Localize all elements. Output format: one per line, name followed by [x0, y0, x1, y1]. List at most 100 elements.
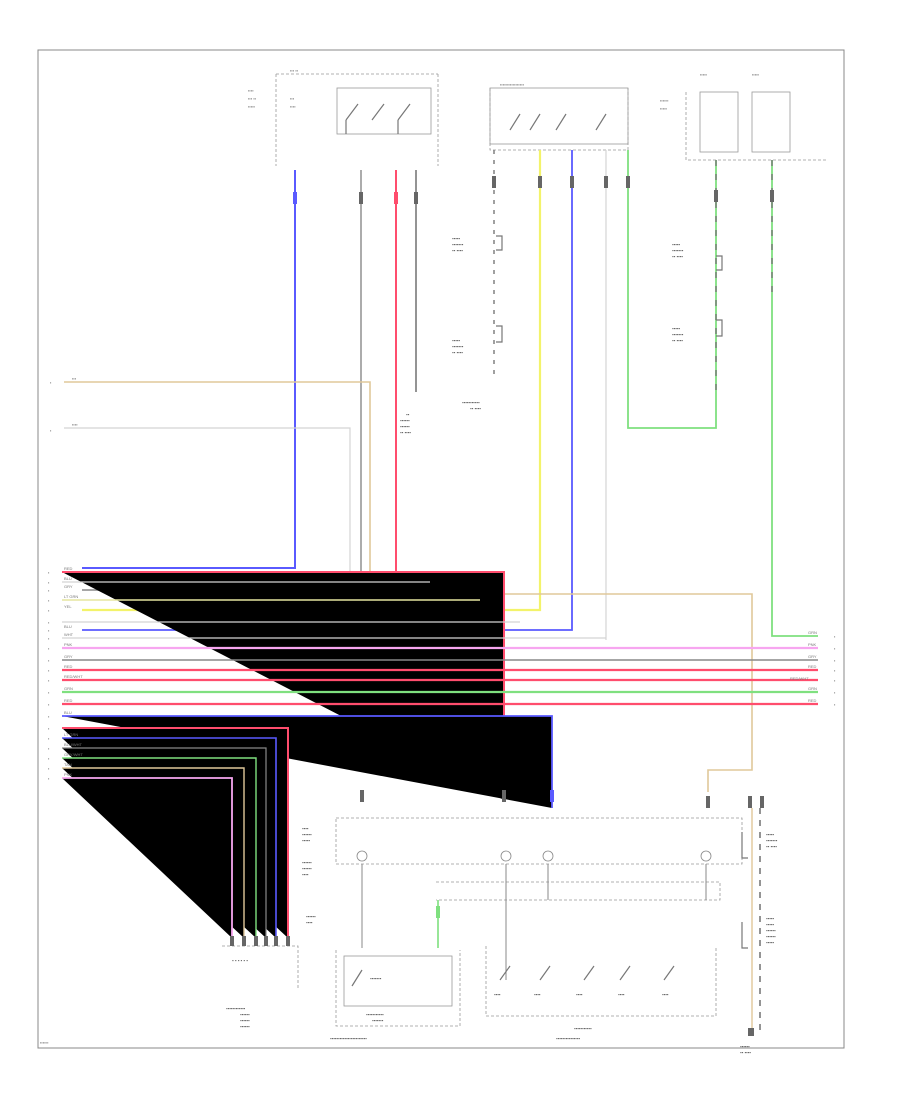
- svg-text:▪▪ ▪▪▪▪: ▪▪ ▪▪▪▪: [740, 1050, 751, 1055]
- left-wire-codes: RED BLU GRY LT GRN YEL BLU WHT PNK GRY R…: [64, 566, 83, 777]
- svg-text:▪: ▪: [48, 756, 50, 761]
- wire-code: PNK: [64, 642, 73, 647]
- svg-text:▪: ▪: [48, 714, 50, 719]
- svg-text:▪▪ ▪▪▪▪: ▪▪ ▪▪▪▪: [452, 248, 463, 253]
- wire-code: YEL: [64, 604, 72, 609]
- svg-text:▪▪▪▪▪▪: ▪▪▪▪▪▪: [302, 832, 312, 837]
- svg-text:▪▪▪▪▪: ▪▪▪▪▪: [752, 72, 760, 77]
- wire-code: LT GRN: [64, 594, 78, 599]
- svg-text:▪▪▪▪▪▪: ▪▪▪▪▪▪: [766, 934, 776, 939]
- svg-text:▪: ▪: [50, 428, 52, 433]
- wire-code: TAN: [64, 762, 72, 767]
- svg-text:▪▪▪▪: ▪▪▪▪: [302, 826, 309, 831]
- svg-text:▪▪▪▪: ▪▪▪▪: [618, 992, 625, 997]
- svg-text:▪▪▪▪▪▪▪▪▪▪▪▪▪▪▪: ▪▪▪▪▪▪▪▪▪▪▪▪▪▪▪: [556, 1036, 580, 1041]
- svg-text:▪▪▪ ▪▪: ▪▪▪ ▪▪: [290, 68, 299, 73]
- svg-text:▪▪▪▪▪▪: ▪▪▪▪▪▪: [400, 418, 410, 423]
- svg-text:▪: ▪: [834, 634, 836, 639]
- svg-text:▪▪▪▪▪▪: ▪▪▪▪▪▪: [740, 1044, 750, 1049]
- wire-code: RED/WHT: [790, 676, 809, 681]
- wire-code: PNK: [808, 642, 817, 647]
- svg-text:▪▪▪▪▪▪▪: ▪▪▪▪▪▪▪: [672, 248, 684, 253]
- right-splice-ground: ▪▪▪▪▪ ▪▪▪▪▪▪▪ ▪▪ ▪▪▪▪ ▪▪▪▪▪ ▪▪▪▪▪ ▪▪▪▪▪▪…: [740, 808, 778, 1055]
- svg-text:▪▪▪▪▪▪▪: ▪▪▪▪▪▪▪: [672, 332, 684, 337]
- svg-text:▪▪▪▪: ▪▪▪▪: [662, 992, 669, 997]
- switch-assembly-bottom-left: ▪▪▪▪▪▪▪ ▪▪▪▪▪▪▪▪▪▪▪ ▪▪▪▪▪▪▪ ▪▪▪▪▪▪▪▪▪▪▪▪…: [330, 950, 461, 1041]
- connector-ticks: [293, 176, 774, 204]
- wire-code: RED: [64, 698, 73, 703]
- svg-text:▪▪▪▪▪▪: ▪▪▪▪▪▪: [400, 424, 410, 429]
- svg-text:▪▪▪▪▪: ▪▪▪▪▪: [452, 338, 460, 343]
- svg-text:▪: ▪: [48, 668, 50, 673]
- svg-text:▪▪▪▪▪: ▪▪▪▪▪: [766, 922, 774, 927]
- svg-text:▪▪▪▪▪▪: ▪▪▪▪▪▪: [660, 98, 669, 103]
- svg-text:▪: ▪: [48, 636, 50, 641]
- svg-text:▪: ▪: [834, 658, 836, 663]
- wire-code: PNK: [64, 772, 73, 777]
- svg-text:▪▪▪▪▪: ▪▪▪▪▪: [672, 326, 680, 331]
- svg-text:▪▪▪▪▪: ▪▪▪▪▪: [766, 916, 774, 921]
- svg-text:▪: ▪: [48, 628, 50, 633]
- svg-text:▪▪▪▪▪: ▪▪▪▪▪: [248, 104, 256, 109]
- svg-text:▪▪▪▪: ▪▪▪▪: [494, 992, 501, 997]
- wire-code: GRY/WHT: [64, 752, 83, 757]
- svg-text:▪: ▪: [834, 668, 836, 673]
- svg-text:▪: ▪: [48, 658, 50, 663]
- svg-text:▪▪▪▪▪▪: ▪▪▪▪▪▪: [240, 1018, 250, 1023]
- svg-text:▪: ▪: [834, 702, 836, 707]
- svg-text:▪▪▪▪: ▪▪▪▪: [306, 920, 313, 925]
- svg-text:▪: ▪: [834, 678, 836, 683]
- svg-text:▪: ▪: [48, 588, 50, 593]
- svg-text:▪▪▪: ▪▪▪: [72, 376, 77, 381]
- wire-code: GRY: [64, 584, 73, 589]
- sensor-connector-bottom-left: ▪ ▪ ▪ ▪ ▪ ▪ ▪▪▪▪▪▪▪▪▪▪▪▪ ▪▪▪▪▪▪ ▪▪▪▪▪▪ ▪…: [222, 936, 299, 1029]
- wire-code: RED: [808, 664, 817, 669]
- svg-text:▪▪▪▪▪▪: ▪▪▪▪▪▪: [302, 860, 312, 865]
- vertical-wires: [82, 150, 818, 640]
- svg-text:▪▪▪▪▪: ▪▪▪▪▪: [302, 838, 310, 843]
- bottom-connector-ticks: [360, 790, 764, 918]
- footer-mark: ▪▪▪▪▪▪: [40, 1040, 49, 1045]
- svg-text:▪: ▪: [48, 678, 50, 683]
- svg-text:▪: ▪: [48, 746, 50, 751]
- svg-text:▪▪▪▪▪: ▪▪▪▪▪: [766, 832, 774, 837]
- svg-text:▪▪▪▪▪▪: ▪▪▪▪▪▪: [306, 914, 316, 919]
- wire-code: GRN: [808, 630, 817, 635]
- left-pin-labels: ▪ ▪ ▪ ▪ ▪ ▪ ▪ ▪ ▪ ▪ ▪ ▪ ▪ ▪ ▪ ▪ ▪ ▪ ▪ ▪ …: [48, 570, 50, 781]
- svg-text:▪▪▪▪▪▪▪▪▪▪▪: ▪▪▪▪▪▪▪▪▪▪▪: [574, 1026, 592, 1031]
- svg-text:▪: ▪: [834, 690, 836, 695]
- svg-text:▪▪▪▪▪▪▪▪▪▪▪▪▪▪▪▪▪: ▪▪▪▪▪▪▪▪▪▪▪▪▪▪▪▪▪: [500, 82, 525, 87]
- svg-text:▪▪▪▪▪▪▪: ▪▪▪▪▪▪▪: [452, 344, 464, 349]
- wire-code: RED: [808, 698, 817, 703]
- svg-text:▪▪▪▪▪▪▪▪▪▪▪▪▪▪▪▪▪▪▪▪▪▪▪: ▪▪▪▪▪▪▪▪▪▪▪▪▪▪▪▪▪▪▪▪▪▪▪: [330, 1036, 367, 1041]
- splice-labels-middle: ▪▪▪▪▪ ▪▪▪▪▪▪▪ ▪▪ ▪▪▪▪ ▪▪▪▪▪ ▪▪▪▪▪▪▪ ▪▪ ▪…: [400, 235, 723, 435]
- svg-text:▪: ▪: [48, 726, 50, 731]
- svg-text:▪ ▪ ▪ ▪ ▪ ▪: ▪ ▪ ▪ ▪ ▪ ▪: [232, 958, 248, 963]
- wire-code: RED/WHT: [64, 674, 83, 679]
- svg-text:▪▪▪▪: ▪▪▪▪: [534, 992, 541, 997]
- svg-text:▪▪▪▪: ▪▪▪▪: [576, 992, 583, 997]
- switch-assembly-top-center: ▪▪▪▪▪▪▪▪▪▪▪▪▪▪▪▪▪: [489, 82, 629, 151]
- svg-text:▪: ▪: [48, 570, 50, 575]
- svg-text:▪: ▪: [48, 736, 50, 741]
- svg-text:▪▪ ▪▪▪▪: ▪▪ ▪▪▪▪: [470, 406, 481, 411]
- svg-text:▪: ▪: [48, 598, 50, 603]
- wire-code: LT GRN: [64, 732, 78, 737]
- svg-text:▪: ▪: [48, 702, 50, 707]
- svg-text:▪▪▪▪▪▪▪: ▪▪▪▪▪▪▪: [766, 838, 778, 843]
- svg-text:▪: ▪: [48, 766, 50, 771]
- wire-code: GRY: [808, 654, 817, 659]
- wire-code: BLU: [64, 710, 72, 715]
- wire-code: RED: [64, 664, 73, 669]
- fuse-block-top-right: ▪▪▪▪▪ ▪▪▪▪▪ ▪▪▪▪▪▪ ▪▪▪▪▪: [660, 72, 826, 161]
- tan-wire: [64, 381, 753, 792]
- svg-text:▪▪▪▪▪▪▪▪▪▪▪: ▪▪▪▪▪▪▪▪▪▪▪: [462, 400, 480, 405]
- svg-text:▪▪ ▪▪▪▪: ▪▪ ▪▪▪▪: [400, 430, 411, 435]
- wire-code: WHT: [64, 632, 74, 637]
- svg-text:▪: ▪: [48, 608, 50, 613]
- svg-text:▪: ▪: [48, 690, 50, 695]
- svg-text:▪▪▪▪▪▪▪: ▪▪▪▪▪▪▪: [452, 242, 464, 247]
- wire-code: BLU: [64, 624, 72, 629]
- svg-text:▪▪▪▪▪▪: ▪▪▪▪▪▪: [302, 866, 312, 871]
